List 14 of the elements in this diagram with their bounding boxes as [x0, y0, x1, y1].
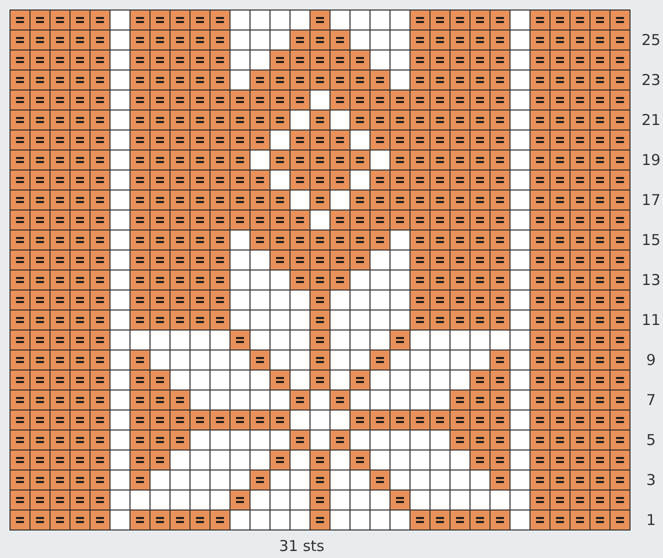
row-number: 13: [640, 271, 662, 289]
row-number: 9: [645, 351, 657, 369]
row-number: 25: [640, 31, 662, 49]
row-number: 3: [645, 471, 657, 489]
row-number: 5: [645, 431, 657, 449]
row-number: 21: [640, 111, 662, 129]
row-number: 15: [640, 231, 662, 249]
row-number: 19: [640, 151, 662, 169]
row-number: 23: [640, 71, 662, 89]
stitch-count: 31 sts: [279, 537, 324, 555]
row-number: 11: [640, 311, 662, 329]
row-number: 1: [645, 511, 657, 529]
row-number: 17: [640, 191, 662, 209]
row-number: 7: [645, 391, 657, 409]
